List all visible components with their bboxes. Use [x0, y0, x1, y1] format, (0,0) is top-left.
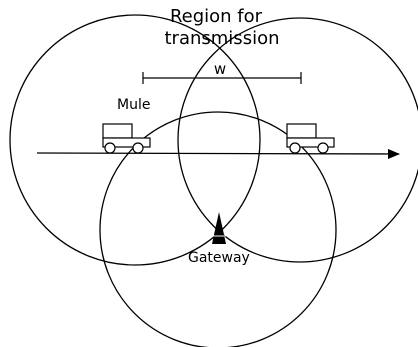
region-label-line1: Region for	[170, 6, 263, 27]
right-transmission-circle	[177, 17, 418, 263]
truck-icon	[102, 123, 151, 154]
region-label-line2: transmission	[165, 28, 280, 49]
truck-icon	[286, 123, 335, 154]
gateway-transmission-circle	[99, 111, 337, 347]
mule-label: Mule	[117, 97, 150, 113]
mule-vehicle-right	[286, 123, 335, 154]
mule-path-arrow	[36, 148, 400, 159]
mule-vehicle-left	[102, 123, 151, 154]
antenna-tower-icon	[212, 212, 226, 244]
width-label: w	[214, 60, 226, 78]
gateway-label: Gateway	[188, 250, 250, 266]
width-dimension	[142, 72, 302, 84]
left-transmission-circle	[9, 14, 261, 266]
gateway-node	[212, 212, 226, 244]
